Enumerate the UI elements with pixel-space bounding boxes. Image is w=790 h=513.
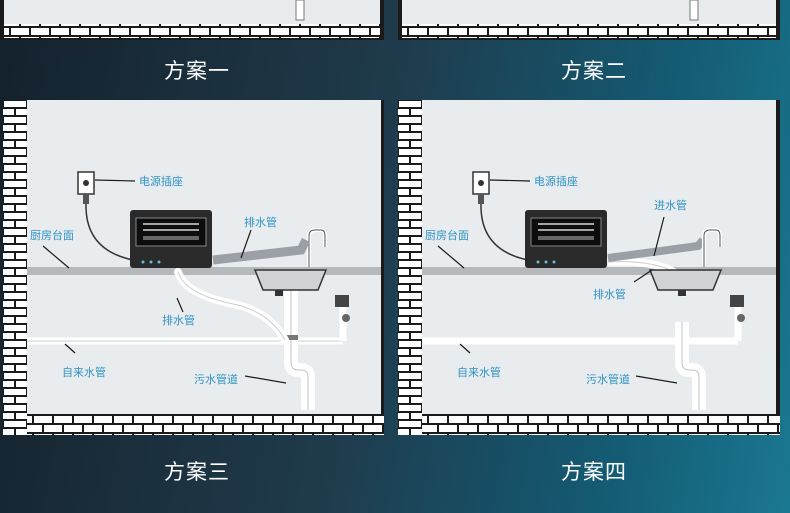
caption-plan-3: 方案三 (164, 460, 230, 484)
drain-label-bottom: 排水管 (162, 313, 195, 327)
diagram-plan-3: 电源插座 厨房台面 排水管 排水管 自来水管 污水管道 (3, 100, 384, 435)
supply-label: 自来水管 (62, 365, 106, 379)
drain-label: 排水管 (593, 287, 626, 301)
diagram-plan-4: 电源插座 厨房台面 进水管 排水管 自来水管 污水管道 (398, 100, 780, 435)
diagram-plan-2 (398, 0, 780, 40)
dishwasher (525, 210, 607, 268)
counter (27, 267, 381, 275)
sink (253, 269, 328, 291)
supply-label: 自来水管 (457, 365, 501, 379)
caption-plan-1: 方案一 (164, 59, 230, 83)
sewer-label: 污水管道 (586, 372, 630, 386)
diagram-plan-1 (0, 0, 384, 40)
counter-label: 厨房台面 (30, 228, 74, 242)
caption-plan-2: 方案二 (561, 59, 627, 83)
inlet-hose (607, 237, 707, 262)
socket-label: 电源插座 (534, 174, 578, 188)
caption-plan-4: 方案四 (561, 460, 627, 484)
dishwasher (130, 210, 212, 268)
counter (422, 267, 776, 275)
drain-hose-top (212, 237, 311, 265)
counter-label: 厨房台面 (425, 228, 469, 242)
sewer-label: 污水管道 (194, 372, 238, 386)
drain-label-top: 排水管 (244, 215, 277, 229)
inlet-label: 进水管 (654, 198, 687, 212)
socket-label: 电源插座 (139, 174, 183, 188)
sink (648, 269, 723, 291)
